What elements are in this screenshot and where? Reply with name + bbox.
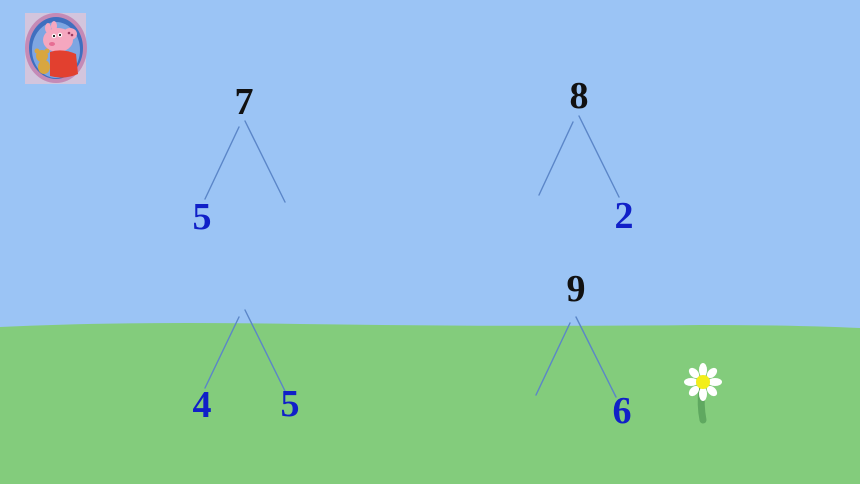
tree-4-right-part-number: 6 bbox=[612, 390, 632, 432]
branch-lines bbox=[204, 115, 620, 398]
tree-3-left-branch bbox=[204, 316, 240, 389]
daisy-flower-icon bbox=[684, 363, 722, 424]
tree-2-left-branch bbox=[538, 121, 574, 196]
tree-1-right-branch bbox=[244, 120, 286, 203]
tree-3-right-branch bbox=[244, 309, 286, 392]
tree-3-right-part-number: 5 bbox=[280, 383, 300, 425]
peppa-pig-badge-icon bbox=[25, 13, 87, 84]
grass-field bbox=[0, 323, 860, 484]
tree-1-left-branch bbox=[204, 126, 240, 200]
tree-2-right-part-number: 2 bbox=[614, 195, 634, 237]
tree-1-whole-number: 7 bbox=[234, 81, 254, 123]
tree-4-left-branch bbox=[535, 322, 571, 396]
tree-2-whole-number: 8 bbox=[569, 75, 589, 117]
tree-4-right-branch bbox=[575, 316, 617, 398]
tree-3-left-part-number: 4 bbox=[192, 384, 212, 426]
tree-2-right-branch bbox=[578, 115, 620, 198]
tree-1-left-part-number: 5 bbox=[192, 196, 212, 238]
tree-4-whole-number: 9 bbox=[566, 268, 586, 310]
